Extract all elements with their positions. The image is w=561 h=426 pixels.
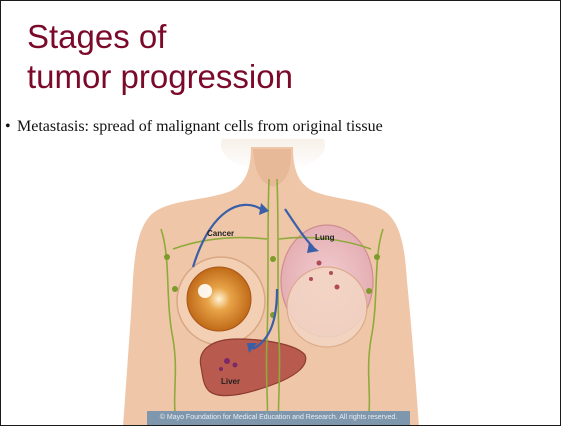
image-credit: © Mayo Foundation for Medical Education … xyxy=(147,411,410,425)
tumor-highlight xyxy=(198,284,212,298)
label-liver: Liver xyxy=(221,377,240,386)
breast-right xyxy=(287,267,367,347)
title-line-2: tumor progression xyxy=(27,57,527,97)
label-cancer: Cancer xyxy=(207,229,234,238)
image-credit-bar: © Mayo Foundation for Medical Education … xyxy=(147,411,410,425)
bullet-item: •Metastasis: spread of malignant cells f… xyxy=(5,117,555,136)
title-line-1: Stages of xyxy=(27,17,527,57)
bullet-marker: • xyxy=(5,117,17,136)
breast-tumor-icon xyxy=(187,267,251,331)
slide-title: Stages of tumor progression xyxy=(27,17,527,97)
torso-figure xyxy=(101,139,441,426)
metastasis-illustration: Cancer Lung Liver xyxy=(101,139,441,426)
bullet-text: Metastasis: spread of malignant cells fr… xyxy=(17,118,383,135)
label-lung: Lung xyxy=(315,233,335,242)
